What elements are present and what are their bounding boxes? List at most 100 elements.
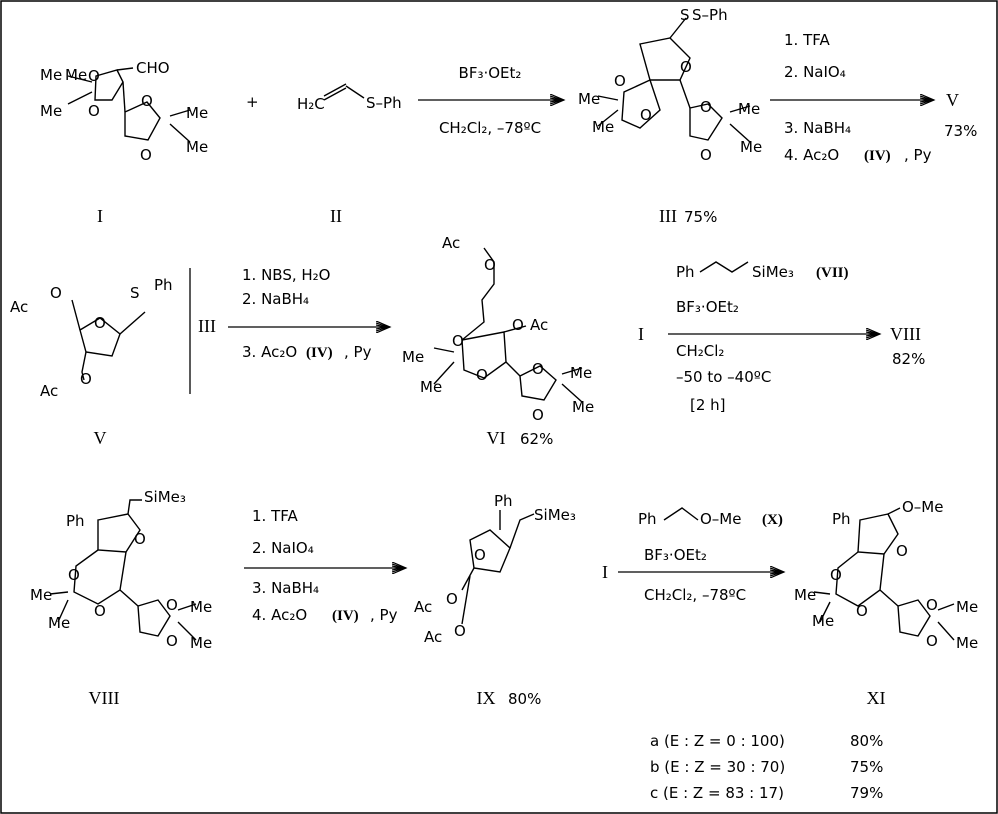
atom-ac: Ac xyxy=(414,598,432,616)
atom-me: Me xyxy=(40,102,62,120)
atom-me: Me xyxy=(186,138,208,156)
atom-o: O xyxy=(896,542,908,560)
rxn6-condition-1: BF₃·OEt₂ xyxy=(644,546,707,564)
atom-me: Me xyxy=(30,586,52,604)
atom-o: O xyxy=(94,602,106,620)
atom-o: O xyxy=(166,632,178,650)
atom-me: Me xyxy=(572,398,594,416)
atom-me: Me xyxy=(570,364,592,382)
compound-VI-yield: 62% xyxy=(520,430,553,448)
rxn4-condition-4: [2 h] xyxy=(690,396,726,414)
compound-label-XI: XI xyxy=(867,688,886,708)
rxn2-yield: 73% xyxy=(944,122,977,140)
rxn2-step-4-ref: (IV) xyxy=(864,148,891,164)
atom-o: O xyxy=(926,596,938,614)
rxn2-step-3: 3. NaBH₄ xyxy=(784,119,851,137)
atom-ome: O–Me xyxy=(902,498,943,516)
atom-me: Me xyxy=(190,634,212,652)
atom-h2c: H₂C xyxy=(297,95,325,113)
atom-s: S xyxy=(130,284,140,302)
atom-o: O xyxy=(68,566,80,584)
rxn4-yield: 82% xyxy=(892,350,925,368)
atom-o: O xyxy=(830,566,842,584)
atom-o: O xyxy=(474,546,486,564)
yield-table: a (E : Z = 0 : 100) 80% b (E : Z = 30 : … xyxy=(650,732,883,802)
compound-VIII-structure: SiMe₃ Ph O O O Me Me O O Me Me xyxy=(30,488,212,652)
atom-ac: Ac xyxy=(424,628,442,646)
atom-me: Me xyxy=(190,598,212,616)
compound-XI-structure: Ph O–Me O O O Me Me O O Me Me xyxy=(794,498,978,652)
atom-o: O xyxy=(700,98,712,116)
atom-s: S xyxy=(680,6,690,24)
atom-sime3: SiMe₃ xyxy=(534,506,576,524)
rxn3-step-2: 2. NaBH₄ xyxy=(242,290,309,308)
rxn5-step-3: 3. NaBH₄ xyxy=(252,579,319,597)
rxn3-start: III xyxy=(198,316,216,336)
rxn4-reagent-bond xyxy=(699,261,749,273)
atom-me: Me xyxy=(738,100,760,118)
table-row-yield: 79% xyxy=(850,784,883,802)
atom-o: O xyxy=(88,67,100,85)
rxn2-step-4-tail: , Py xyxy=(904,146,932,164)
compound-label-VI: VI xyxy=(487,428,506,448)
table-row-yield: 75% xyxy=(850,758,883,776)
atom-me: Me xyxy=(794,586,816,604)
rxn3-step-3: 3. Ac₂O xyxy=(242,343,297,361)
rxn5-step-4-tail: , Py xyxy=(370,606,398,624)
atom-me: Me xyxy=(65,66,87,84)
atom-o: O xyxy=(452,332,464,350)
atom-o: O xyxy=(700,146,712,164)
rxn2-product: V xyxy=(946,90,959,110)
compound-label-II: II xyxy=(330,206,342,226)
atom-me: Me xyxy=(740,138,762,156)
atom-o: O xyxy=(484,256,496,274)
rxn4-product: VIII xyxy=(890,324,921,344)
plus-sign: + xyxy=(246,93,259,111)
atom-o: O xyxy=(640,106,652,124)
atom-o: O xyxy=(166,596,178,614)
atom-o: O xyxy=(476,366,488,384)
rxn2-step-1: 1. TFA xyxy=(784,31,830,49)
atom-o: O xyxy=(134,530,146,548)
atom-o: O xyxy=(856,602,868,620)
rxn6-reagent-bond xyxy=(663,507,699,521)
atom-me: Me xyxy=(956,634,978,652)
rxn5-step-1: 1. TFA xyxy=(252,507,298,525)
atom-sph: S–Ph xyxy=(366,94,402,112)
compound-III-yield: 75% xyxy=(684,208,717,226)
compound-II-structure: H₂C S–Ph xyxy=(297,83,402,113)
atom-o: O xyxy=(454,622,466,640)
atom-me: Me xyxy=(186,104,208,122)
compound-IX-structure: Ph SiMe₃ O O Ac O Ac xyxy=(414,492,576,646)
compound-VI-structure: Ac O O Ac O O Me Me O O Me Me xyxy=(402,234,594,424)
atom-me: Me xyxy=(402,348,424,366)
atom-o: O xyxy=(680,58,692,76)
atom-o: O xyxy=(80,370,92,388)
atom-o: O xyxy=(532,406,544,424)
atom-ac: Ac xyxy=(530,316,548,334)
rxn6-condition-2: CH₂Cl₂, –78ºC xyxy=(644,586,746,604)
table-row-label: b (E : Z = 30 : 70) xyxy=(650,758,785,776)
rxn4-start: I xyxy=(638,324,644,344)
atom-ph: Ph xyxy=(66,512,85,530)
rxn3-step-3-ref: (IV) xyxy=(306,345,333,361)
atom-me: Me xyxy=(40,66,62,84)
compound-IX-yield: 80% xyxy=(508,690,541,708)
rxn4-reagent-ph: Ph xyxy=(676,263,695,281)
atom-o: O xyxy=(141,92,153,110)
table-row-yield: 80% xyxy=(850,732,883,750)
atom-o: O xyxy=(140,146,152,164)
table-row-label: c (E : Z = 83 : 17) xyxy=(650,784,784,802)
table-row-label: a (E : Z = 0 : 100) xyxy=(650,732,785,750)
rxn3-step-1: 1. NBS, H₂O xyxy=(242,266,330,284)
rxn4-condition-2: CH₂Cl₂ xyxy=(676,342,724,360)
atom-o: O xyxy=(446,590,458,608)
rxn2-step-4: 4. Ac₂O xyxy=(784,146,839,164)
rxn1-conditions: CH₂Cl₂, –78ºC xyxy=(439,119,541,137)
atom-ac: Ac xyxy=(10,298,28,316)
rxn6-reagent-ref: (X) xyxy=(762,512,783,528)
rxn5-step-2: 2. NaIO₄ xyxy=(252,539,314,557)
compound-label-III: III xyxy=(659,206,677,226)
